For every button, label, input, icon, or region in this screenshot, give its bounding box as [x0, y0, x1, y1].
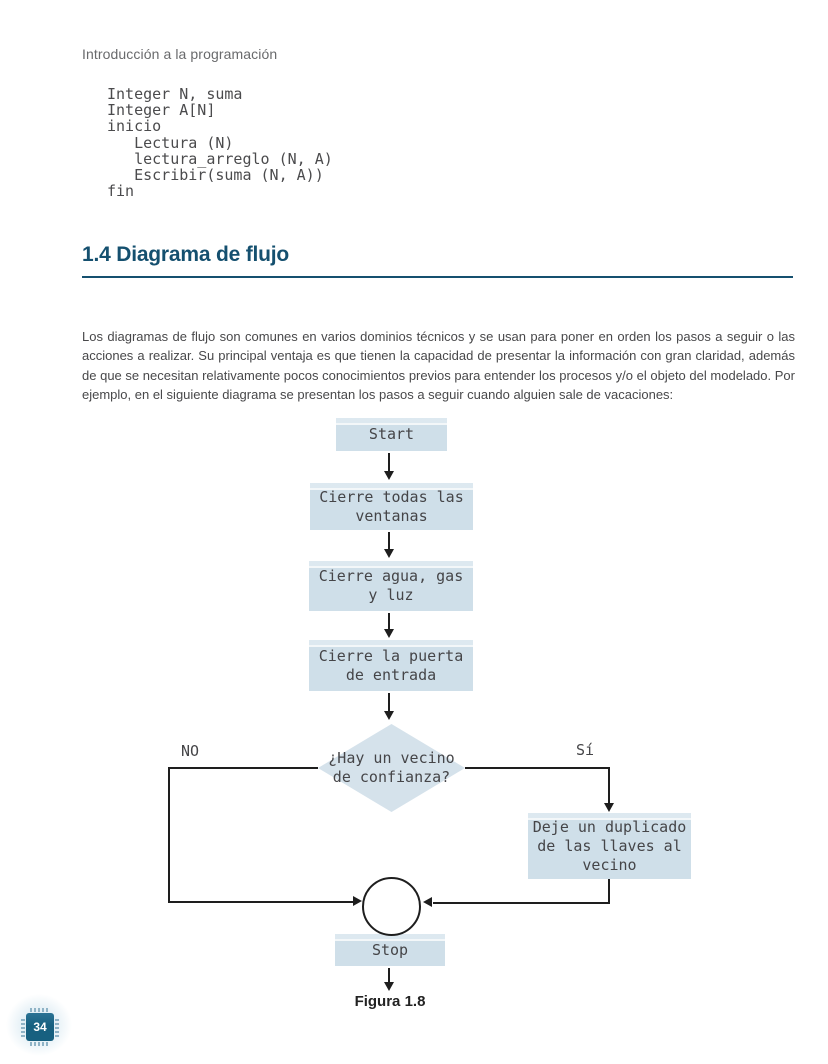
flowchart-junction-circle: [362, 877, 421, 936]
connector-yes-path: [608, 767, 610, 805]
arrowhead-down-icon: [384, 982, 394, 991]
connector-keys-junction: [608, 879, 610, 904]
connector-door-decision: [388, 693, 390, 712]
page-number: 34: [26, 1013, 54, 1041]
code-line: Escribir(suma (N, A)): [107, 166, 324, 185]
body-paragraph: Los diagramas de flujo son comunes en va…: [82, 329, 795, 402]
connector-utilities-door: [388, 613, 390, 630]
chip-pins-icon: [30, 1042, 50, 1046]
connector-no-path: [168, 767, 318, 769]
figure-caption: Figura 1.8: [354, 993, 426, 1010]
connector-no-path: [168, 901, 353, 903]
code-line: Lectura (N): [107, 133, 234, 152]
arrowhead-left-icon: [423, 897, 432, 907]
arrowhead-right-icon: [353, 896, 362, 906]
code-line: fin: [107, 182, 135, 201]
connector-start-windows: [388, 453, 390, 472]
flowchart-node-start: Start: [336, 418, 447, 451]
connector-windows-utilities: [388, 532, 390, 550]
arrowhead-down-icon: [384, 629, 394, 638]
arrowhead-down-icon: [604, 803, 614, 812]
chip-pins-icon: [55, 1017, 59, 1037]
flowchart-node-close-door: Cierre la puerta de entrada: [309, 640, 473, 691]
connector-no-path: [168, 767, 170, 903]
flowchart-decision-label: ¿Hay un vecino de confianza?: [328, 749, 455, 786]
code-line: Integer A[N]: [107, 101, 216, 120]
code-block: Integer N, suma Integer A[N] inicio Lect…: [107, 85, 333, 201]
flowchart-node-close-windows: Cierre todas las ventanas: [310, 483, 473, 530]
code-line: Integer N, suma: [107, 85, 243, 103]
section-divider: [82, 276, 793, 278]
flowchart-node-leave-keys: Deje un duplicado de las llaves al vecin…: [528, 813, 691, 879]
arrowhead-down-icon: [384, 711, 394, 720]
chip-pins-icon: [30, 1008, 50, 1012]
code-line: lectura_arreglo (N, A): [107, 149, 333, 168]
arrowhead-down-icon: [384, 549, 394, 558]
branch-label-no: NO: [180, 742, 200, 760]
connector-yes-path: [465, 767, 610, 769]
chip-pins-icon: [21, 1017, 25, 1037]
section-heading: 1.4 Diagrama de flujo: [82, 243, 290, 266]
code-line: inicio: [107, 117, 162, 136]
flowchart-node-close-utilities: Cierre agua, gas y luz: [309, 561, 473, 611]
connector-keys-junction: [433, 902, 610, 904]
branch-label-yes: Sí: [575, 741, 595, 759]
connector-stop-end: [388, 968, 390, 983]
running-header: Introducción a la programación: [82, 46, 278, 62]
flowchart-node-stop: Stop: [335, 934, 445, 966]
arrowhead-down-icon: [384, 471, 394, 480]
